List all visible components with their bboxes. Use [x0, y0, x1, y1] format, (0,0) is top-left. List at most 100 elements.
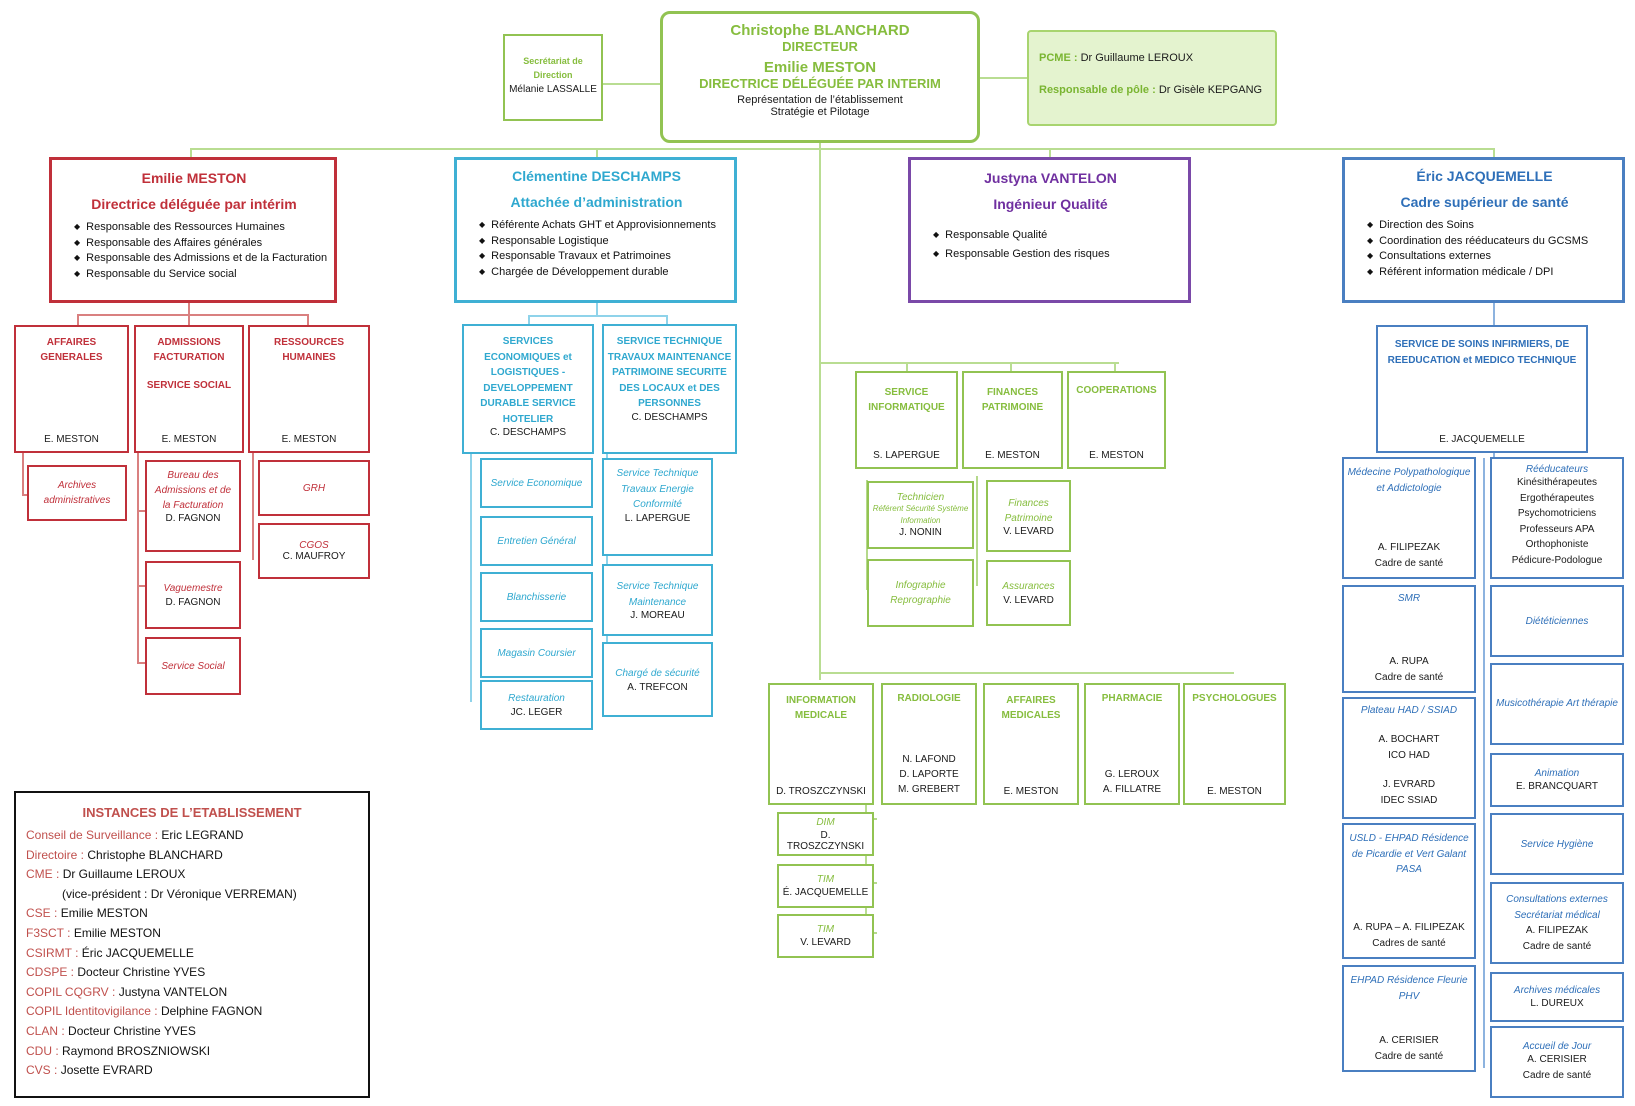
unit-role: Cadre de santé: [1374, 557, 1444, 569]
unit-title: Infographie Reprographie: [890, 580, 951, 606]
unit-title: Rééducateurs: [1525, 464, 1589, 475]
finances-box: FINANCES PATRIMOINE E. MESTON: [962, 371, 1063, 469]
unit-title: TIM: [816, 924, 835, 935]
unit-title: FINANCES PATRIMOINE: [981, 387, 1044, 413]
instance-row: CLAN : Docteur Christine YVES: [26, 1022, 358, 1042]
pole-label: Responsable de pôle :: [1039, 84, 1156, 96]
admissions-box: ADMISSIONS FACTURATION SERVICE SOCIAL E.…: [134, 325, 244, 453]
smr-box: SMR A. RUPA Cadre de santé: [1342, 585, 1476, 693]
consultations-box: Consultations externes Secrétariat médic…: [1490, 882, 1624, 964]
unit-manager: A. TREFCON: [627, 681, 688, 693]
unit-title: Accueil de Jour: [1522, 1041, 1592, 1052]
securite-box: Chargé de sécurité A. TREFCON: [602, 642, 713, 717]
connector: [188, 302, 190, 315]
unit-title: PHARMACIE: [1101, 693, 1163, 704]
instance-value: Christophe BLANCHARD: [87, 847, 223, 862]
technicien-box: Technicien Référent Sécurité Système Inf…: [867, 481, 974, 549]
instance-label: F3SCT :: [26, 925, 71, 940]
instances-box: INSTANCES DE L’ETABLISSEMENT Conseil de …: [14, 791, 370, 1098]
unit-title: Médecine Polypathologique et Addictologi…: [1347, 467, 1471, 494]
connector: [666, 315, 668, 325]
instance-label: Directoire :: [26, 847, 85, 862]
unit-title-2: SERVICE SOCIAL: [146, 380, 232, 391]
unit-role: Cadre de santé: [1522, 1069, 1592, 1081]
unit-manager: V. LEVARD: [1003, 594, 1054, 606]
head-item: Responsable des Affaires générales: [74, 236, 328, 252]
unit-role: Cadre de santé: [1374, 1050, 1444, 1062]
unit-manager: G. LEROUX: [1104, 769, 1160, 780]
finances-patrimoine-box: Finances Patrimoine V. LEVARD: [986, 480, 1071, 552]
service-technique-box: SERVICE TECHNIQUE TRAVAUX MAINTENANCE PA…: [602, 324, 737, 454]
information-medicale-box: INFORMATION MEDICALE D. TROSZCZYNSKI: [768, 683, 874, 805]
director-name: Christophe BLANCHARD: [730, 22, 910, 39]
unit-item: Psychomotriciens: [1517, 508, 1597, 519]
instance-row: CME : Dr Guillaume LEROUX: [26, 865, 358, 885]
head-meston-box: Emilie MESTON Directrice déléguée par in…: [49, 157, 337, 303]
pcme-box: PCME : Dr Guillaume LEROUX Responsable d…: [1027, 30, 1277, 126]
head-items: Responsable Qualité Responsable Gestion …: [919, 226, 1182, 264]
unit-title: Bureau des Admissions et de la Facturati…: [154, 470, 232, 511]
vaguemestre-box: Vaguemestre D. FAGNON: [145, 561, 241, 629]
connector: [1493, 148, 1495, 158]
magasin-box: Magasin Coursier: [480, 628, 593, 678]
connector: [1049, 148, 1051, 158]
unit-title: TIM: [816, 874, 835, 885]
accueil-jour-box: Accueil de Jour A. CERISIER Cadre de san…: [1490, 1026, 1624, 1098]
unit-manager: A. FILIPEZAK: [1377, 542, 1441, 553]
usld-box: USLD - EHPAD Résidence de Picardie et Ve…: [1342, 823, 1476, 959]
service-economique-box: Service Economique: [480, 458, 593, 508]
head-item: Référente Achats GHT et Approvisionnemen…: [479, 218, 728, 234]
connector: [819, 672, 1234, 674]
head-item: Responsable des Ressources Humaines: [74, 220, 328, 236]
head-item: Responsable des Admissions et de la Fact…: [74, 251, 328, 267]
unit-title: Magasin Coursier: [497, 647, 576, 659]
unit-title: Plateau HAD / SSIAD: [1360, 705, 1458, 716]
unit-manager: A. CERISIER: [1527, 1054, 1587, 1065]
ressources-humaines-box: RESSOURCES HUMAINES E. MESTON: [248, 325, 370, 453]
secretariat-box: Secrétariat de Direction Mélanie LASSALL…: [503, 34, 603, 121]
head-deschamps-box: Clémentine DESCHAMPS Attachée d’administ…: [454, 157, 737, 303]
unit-manager: C. DESCHAMPS: [489, 427, 567, 438]
unit-title: Consultations externes Secrétariat médic…: [1506, 894, 1608, 921]
unit-manager: A. CERISIER: [1379, 1035, 1439, 1046]
unit-title: Service Social: [161, 660, 225, 672]
head-item: Référent information médicale / DPI: [1367, 265, 1616, 281]
instance-label: CME :: [26, 867, 60, 882]
instance-label: CSE :: [26, 906, 58, 921]
instance-label: COPIL Identitovigilance :: [26, 1004, 158, 1019]
unit-manager: V. LEVARD: [1003, 525, 1054, 537]
unit-manager: V. LEVARD: [800, 937, 851, 948]
service-technique-maintenance-box: Service Technique Maintenance J. MOREAU: [602, 564, 713, 636]
instance-value: Éric JACQUEMELLE: [81, 945, 194, 960]
instance-label: CDSPE :: [26, 965, 75, 980]
head-item: Responsable Gestion des risques: [933, 245, 1182, 264]
unit-manager: A. FILIPEZAK: [1525, 925, 1589, 936]
head-name: Éric JACQUEMELLE: [1416, 168, 1553, 184]
instances-title: INSTANCES DE L’ETABLISSEMENT: [82, 805, 302, 820]
unit-manager: E. BRANCQUART: [1515, 781, 1599, 792]
head-item: Coordination des rééducateurs du GCSMS: [1367, 234, 1616, 250]
unit-title: Entretien Général: [497, 535, 576, 547]
unit-title: COOPERATIONS: [1076, 385, 1157, 396]
unit-manager: D. LAPORTE: [899, 769, 959, 780]
unit-manager: J. NONIN: [899, 527, 942, 538]
instance-row: CSE : Emilie MESTON: [26, 904, 358, 924]
service-informatique-box: SERVICE INFORMATIQUE S. LAPERGUE: [855, 371, 958, 469]
unit-role: Cadre de santé: [1522, 940, 1592, 952]
connector: [528, 315, 530, 325]
pharmacie-box: PHARMACIE G. LEROUX A. FILLATRE: [1084, 683, 1180, 805]
infographie-box: Infographie Reprographie: [867, 559, 974, 627]
connector: [819, 362, 1119, 364]
head-item: Responsable Qualité: [933, 226, 1182, 245]
head-item: Chargée de Développement durable: [479, 265, 728, 281]
connector: [980, 77, 1027, 79]
dieteticiennes-box: Diététiciennes: [1490, 585, 1624, 657]
dim-box: DIM D. TROSZCZYNSKI: [777, 812, 874, 856]
unit-manager: J. MOREAU: [630, 610, 685, 621]
unit-manager: D. FAGNON: [165, 513, 221, 524]
unit-role: IDEC SSIAD: [1380, 794, 1438, 806]
pole-value: Dr Gisèle KEPGANG: [1158, 84, 1263, 96]
radiologie-box: RADIOLOGIE N. LAFOND D. LAPORTE M. GREBE…: [881, 683, 977, 805]
instance-row: F3SCT : Emilie MESTON: [26, 924, 358, 944]
service-social-box: Service Social: [145, 637, 241, 695]
